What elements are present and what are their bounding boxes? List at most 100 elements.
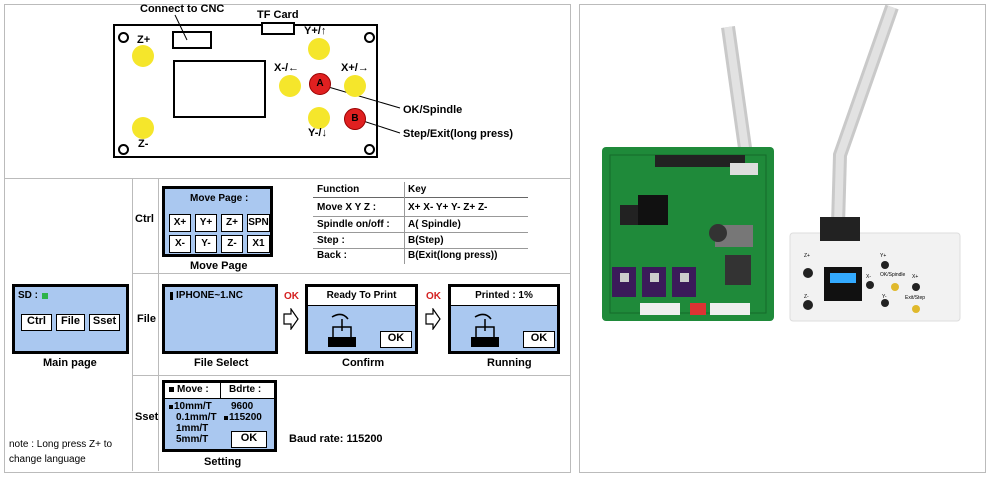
lcd-window — [173, 60, 266, 118]
z-plus-label: Z+ — [137, 34, 151, 46]
move-cursor-icon — [169, 387, 174, 392]
col-divider-2 — [158, 178, 159, 471]
z-minus-label: Z- — [138, 138, 149, 150]
table-cell: B(Exit(long press)) — [408, 250, 498, 261]
step-exit-label: Step/Exit(long press) — [403, 128, 514, 140]
photo-label: Y+ — [880, 253, 887, 259]
photo-label: Z+ — [804, 253, 810, 259]
y-plus-label: Y+/↑ — [304, 25, 327, 37]
table-line-2 — [313, 216, 528, 217]
ok-spindle-label: OK/Spindle — [403, 104, 463, 116]
key-x-plus[interactable]: X+ — [169, 214, 191, 232]
x-minus-label: X-/← — [274, 62, 300, 74]
running-title: Printed : 1% — [451, 287, 557, 306]
file-row-label: File — [137, 313, 156, 325]
table-header-key: Key — [408, 184, 427, 195]
ctrl-button[interactable]: Ctrl — [21, 314, 52, 331]
main-page-caption: Main page — [43, 357, 97, 369]
photo-panel — [579, 4, 986, 473]
baud-selected-icon — [224, 416, 228, 420]
sd-status-indicator — [42, 293, 48, 299]
cnc-connector — [172, 31, 212, 49]
controller-board — [113, 24, 378, 158]
setting-ok-button[interactable]: OK — [231, 431, 267, 448]
mount-hole-br — [364, 144, 375, 155]
leader-lines — [174, 14, 401, 134]
move-option[interactable]: 0.1mm/T — [176, 412, 217, 423]
key-z-plus[interactable]: Z+ — [221, 214, 243, 232]
x-plus-label: X+/→ — [341, 62, 369, 74]
key-z-minus[interactable]: Z- — [221, 235, 243, 253]
file-select-screen: IPHONE~1.NC — [162, 284, 278, 354]
top-divider — [4, 178, 570, 179]
table-line-4 — [313, 248, 528, 249]
x-plus-button[interactable] — [344, 75, 366, 97]
key-y-minus[interactable]: Y- — [195, 235, 217, 253]
baud-option[interactable]: 115200 — [229, 412, 262, 423]
table-header-function: Function — [317, 184, 360, 195]
file-name[interactable]: IPHONE~1.NC — [176, 290, 243, 301]
z-minus-button[interactable] — [132, 117, 154, 139]
running-ok-button[interactable]: OK — [523, 331, 555, 348]
arrow-icon — [283, 308, 299, 330]
sset-button[interactable]: Sset — [89, 314, 120, 331]
table-line-1 — [313, 197, 528, 198]
tf-card-slot — [261, 22, 295, 35]
printer-icon — [471, 313, 499, 347]
file-cursor-icon — [170, 292, 173, 300]
move-option[interactable]: 5mm/T — [176, 434, 209, 445]
setting-divider — [220, 383, 221, 398]
arrow-icon — [425, 308, 441, 330]
photo-label: Z- — [804, 294, 809, 300]
confirm-caption: Confirm — [342, 357, 385, 369]
photo-label: X+ — [912, 274, 919, 280]
key-spn[interactable]: SPN — [247, 214, 270, 232]
move-page-screen: Move Page : X+ Y+ Z+ SPN X- Y- Z- X1 — [162, 186, 273, 257]
product-photo — [602, 5, 961, 322]
confirm-ok-button[interactable]: OK — [380, 331, 412, 348]
confirm-title: Ready To Print — [308, 287, 415, 306]
photo-label: Exit/Step — [905, 295, 926, 301]
printer-icon — [328, 313, 356, 347]
x-minus-button[interactable] — [279, 75, 301, 97]
baud-option[interactable]: 9600 — [231, 401, 254, 412]
y-plus-button[interactable] — [308, 38, 330, 60]
key-x1[interactable]: X1 — [247, 235, 270, 253]
tf-card-label: TF Card — [257, 9, 299, 21]
running-screen: Printed : 1% OK — [448, 284, 560, 354]
table-header-row: Function Key — [313, 182, 528, 198]
table-row: Move X Y Z : X+ X- Y+ Y- Z+ Z- — [313, 200, 528, 216]
row-divider-2 — [132, 375, 570, 376]
key-x-minus[interactable]: X- — [169, 235, 191, 253]
table-row: Back : B(Exit(long press)) — [313, 248, 528, 264]
table-cell: Step : — [317, 235, 345, 246]
move-option[interactable]: 1mm/T — [176, 423, 209, 434]
z-plus-button[interactable] — [132, 45, 154, 67]
mount-hole-tr — [364, 32, 375, 43]
table-cell: Move X Y Z : — [317, 202, 377, 213]
running-caption: Running — [487, 357, 532, 369]
ok-indicator-1: OK — [284, 291, 299, 302]
move-page-caption: Move Page — [190, 260, 248, 272]
y-minus-button[interactable] — [308, 107, 330, 129]
move-option[interactable]: 10mm/T — [174, 401, 212, 412]
a-button[interactable]: A — [309, 73, 331, 95]
table-cell: A( Spindle) — [408, 219, 461, 230]
main-page-screen: SD : Ctrl File Sset — [12, 284, 129, 354]
b-button[interactable]: B — [344, 108, 366, 130]
sset-row-label: Sset — [135, 411, 159, 423]
table-cell: Spindle on/off : — [317, 219, 390, 230]
bdrte-col-title: Bdrte : — [229, 384, 262, 395]
left-panel — [4, 4, 571, 473]
table-cell: X+ X- Y+ Y- Z+ Z- — [408, 202, 488, 213]
sd-label: SD : — [18, 290, 38, 301]
table-col-line — [404, 182, 405, 264]
table-row: Step : B(Step) — [313, 233, 528, 249]
file-select-caption: File Select — [194, 357, 249, 369]
setting-header — [165, 383, 274, 399]
key-y-plus[interactable]: Y+ — [195, 214, 217, 232]
y-minus-label: Y-/↓ — [308, 127, 327, 139]
connect-label: Connect to CNC — [140, 3, 225, 15]
file-button[interactable]: File — [56, 314, 85, 331]
col-divider-1 — [132, 178, 133, 471]
